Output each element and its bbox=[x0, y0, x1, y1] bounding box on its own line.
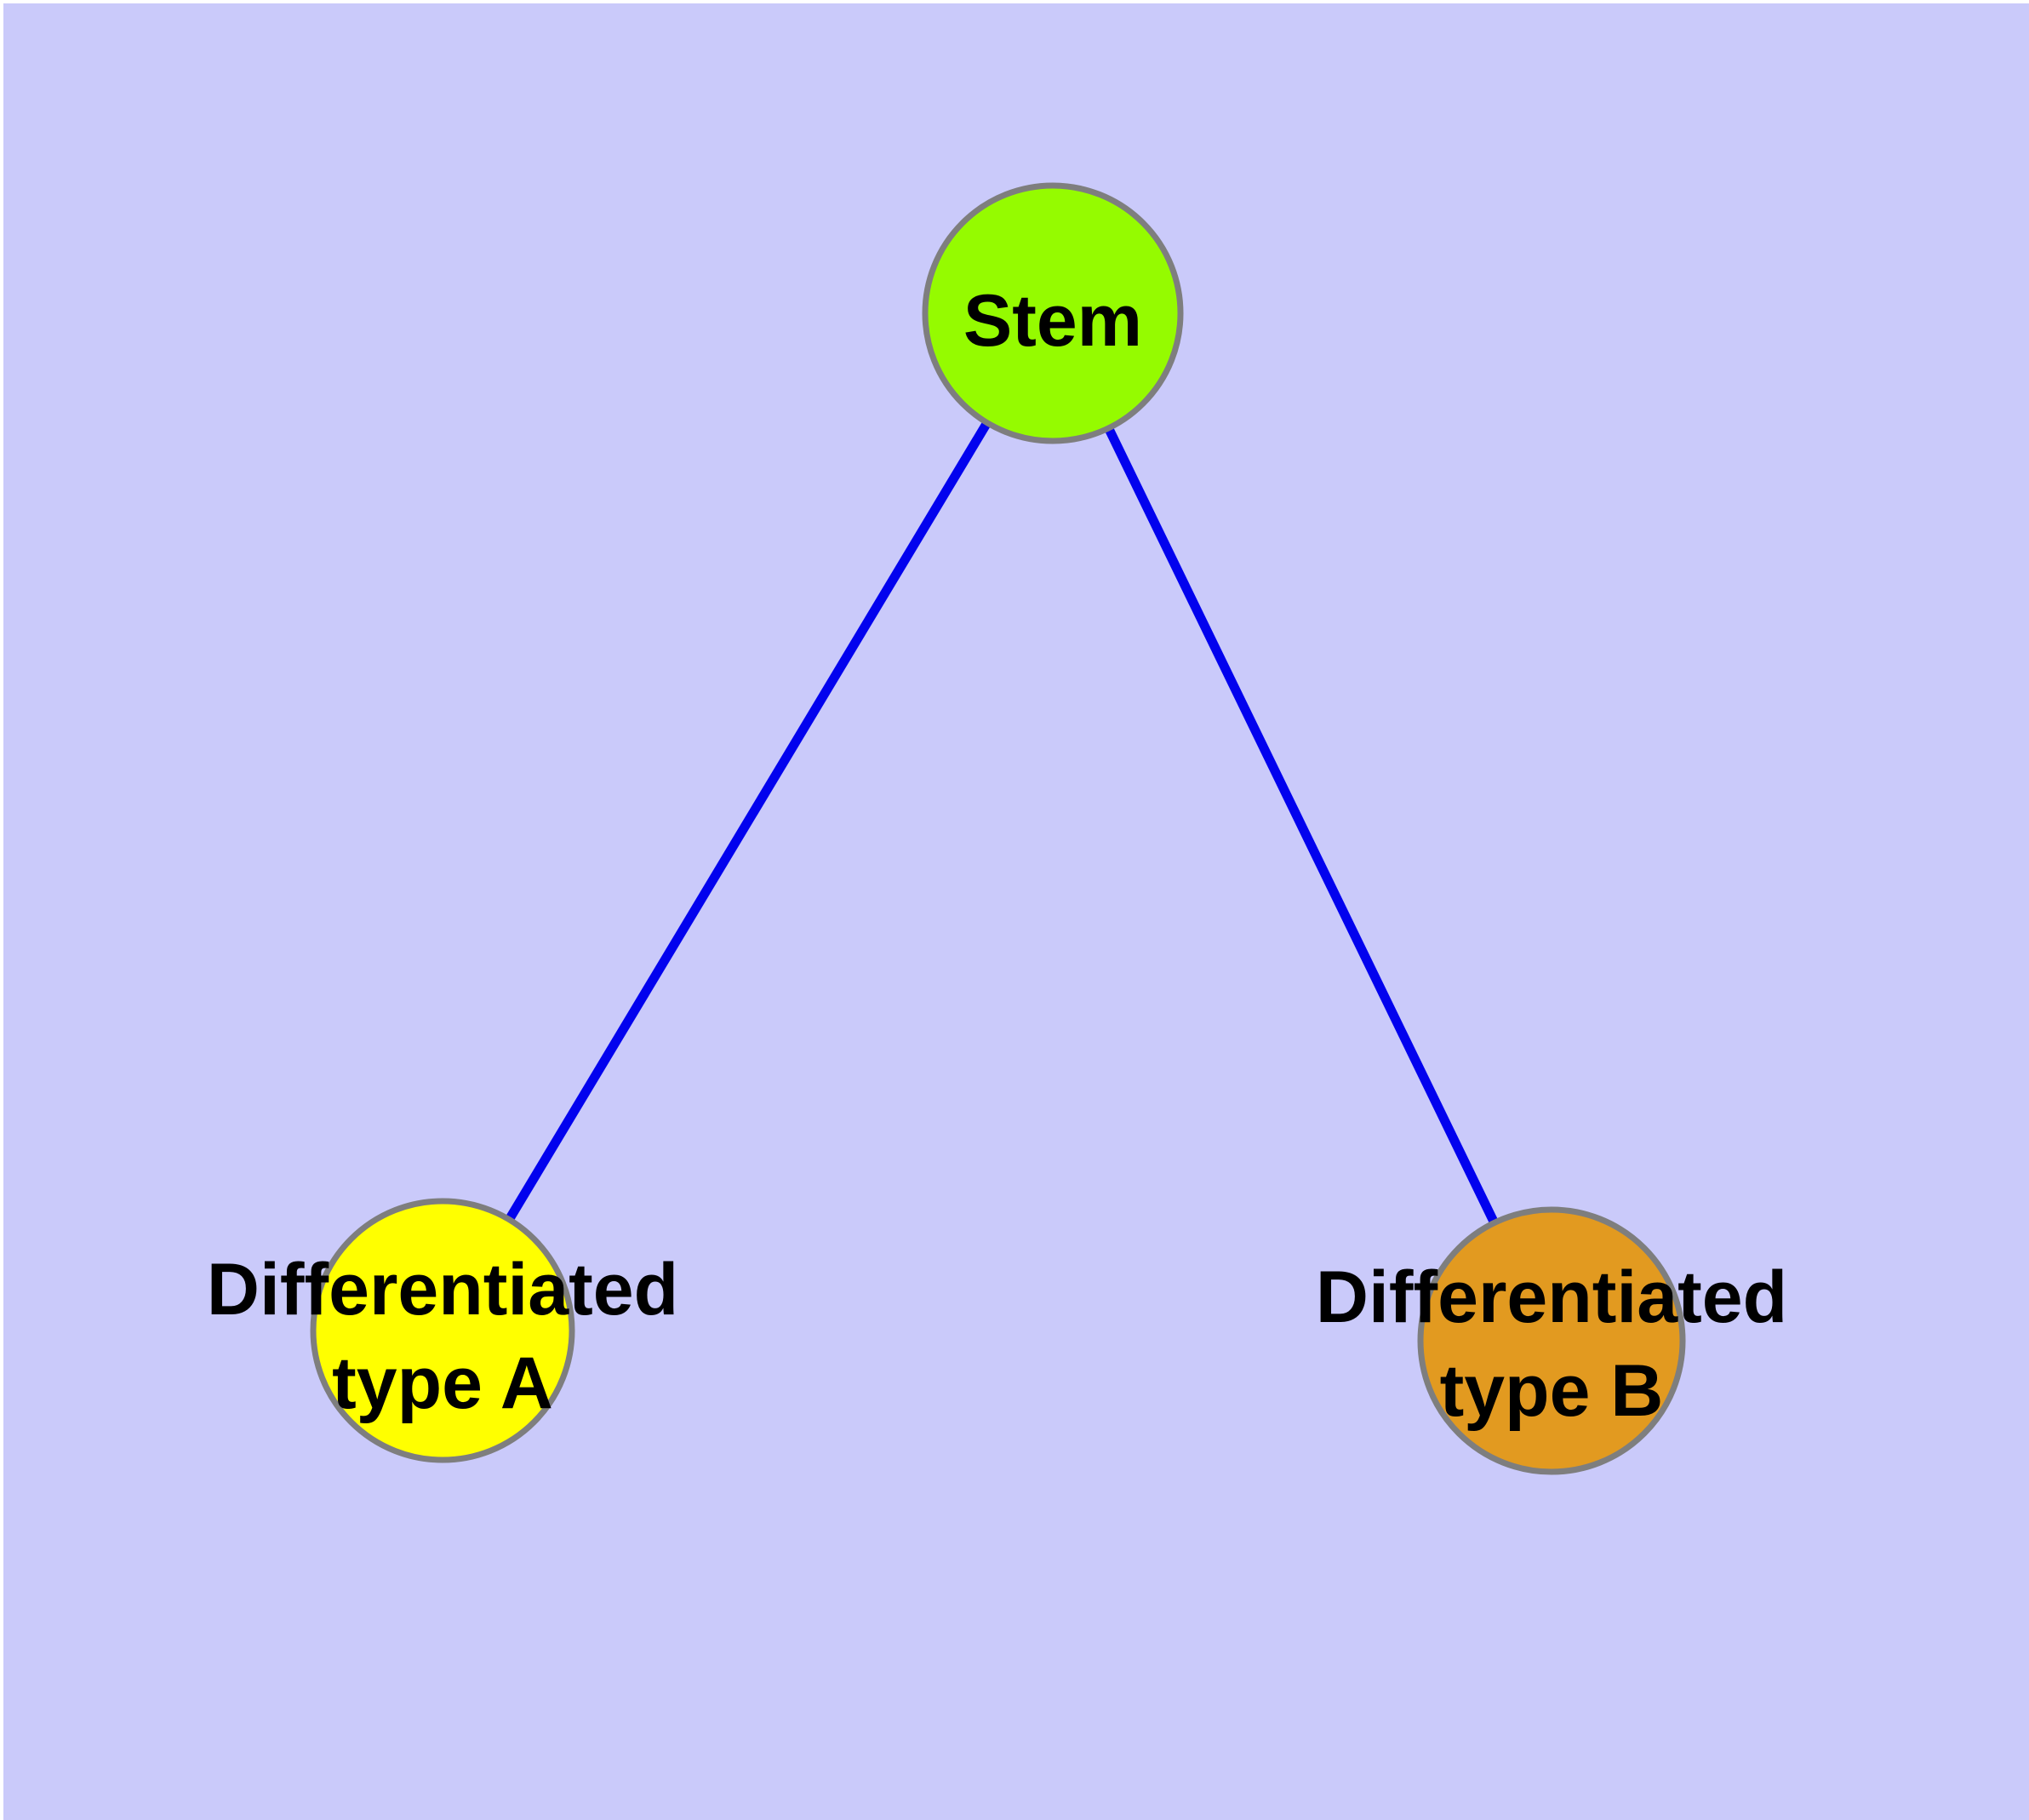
node-type-a-label-line2: type A bbox=[332, 1342, 553, 1424]
node-stem bbox=[922, 182, 1184, 444]
edge-stem-to-type-b bbox=[1049, 311, 1556, 1343]
node-differentiated-type-b bbox=[1417, 1206, 1686, 1475]
node-differentiated-type-a bbox=[310, 1198, 575, 1463]
node-type-a-label-line1: Differentiated bbox=[207, 1249, 678, 1331]
node-type-b-label-line2: type B bbox=[1440, 1350, 1664, 1432]
node-stem-label: Stem bbox=[963, 280, 1142, 362]
node-type-b-label-line1: Differentiated bbox=[1316, 1256, 1787, 1338]
edge-stem-to-type-a bbox=[438, 311, 1057, 1333]
